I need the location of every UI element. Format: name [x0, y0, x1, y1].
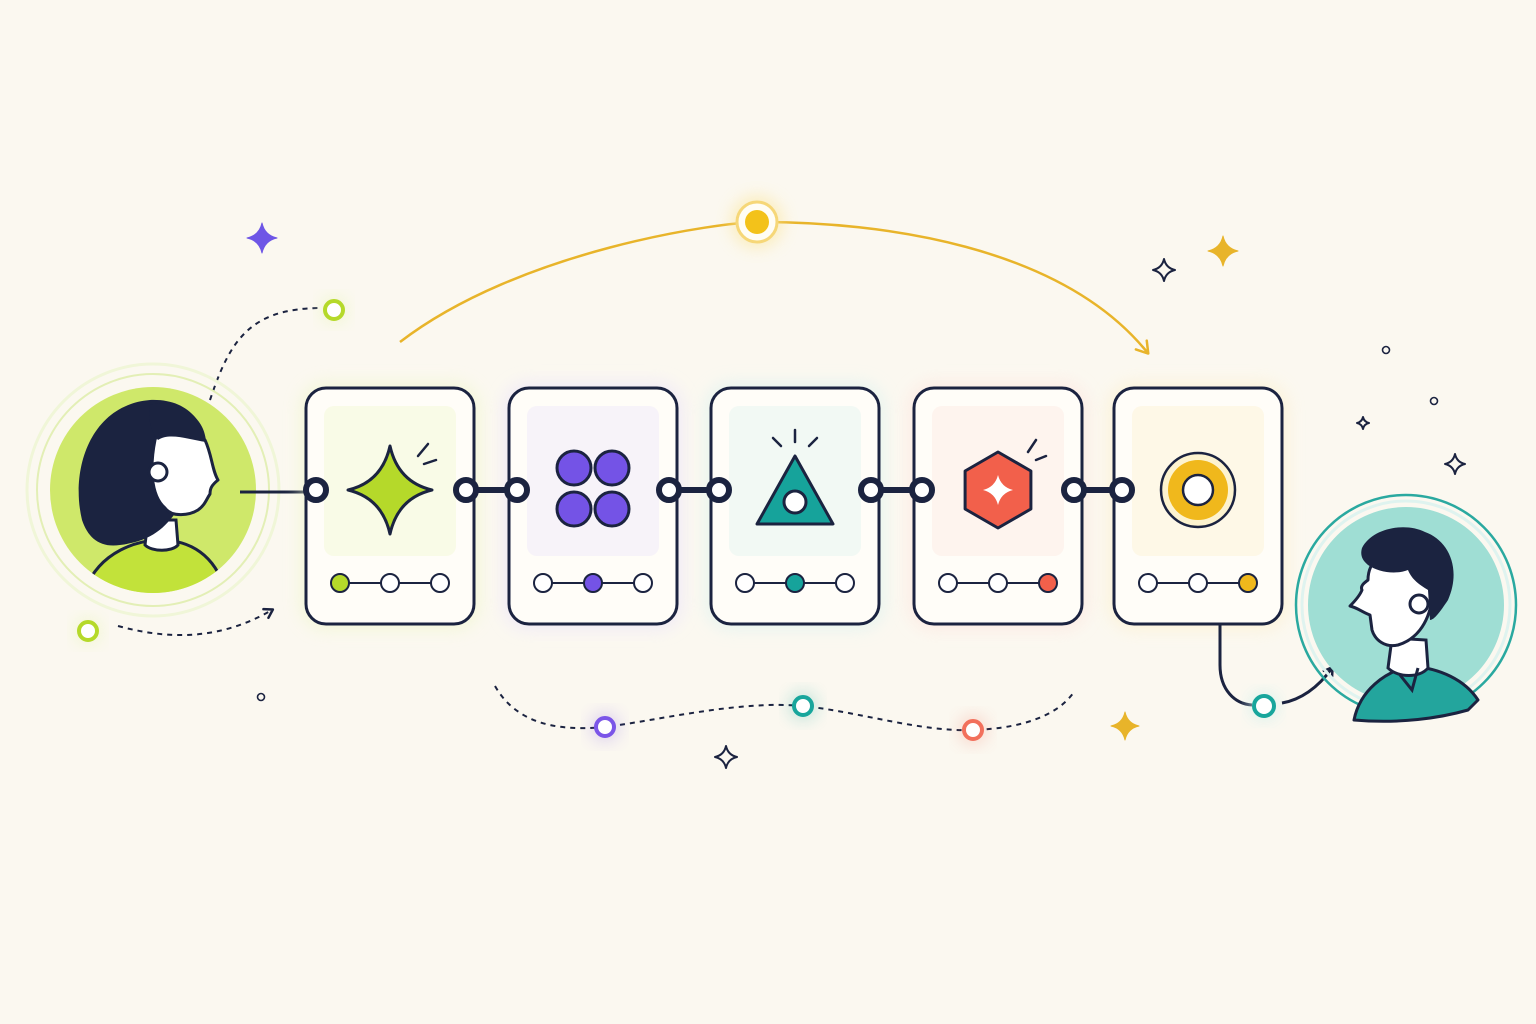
ring-step[interactable]: [1108, 382, 1288, 630]
end-person: [1294, 493, 1518, 723]
progress-dot-active: [785, 573, 805, 593]
bottom-wave: [494, 685, 1075, 745]
start-return-arrow: [75, 607, 275, 644]
sparkle-icon: [714, 745, 738, 769]
progress-track: [330, 573, 450, 593]
step-cards: [300, 382, 1288, 630]
tiny-dot: [256, 692, 266, 702]
progress-track: [1138, 573, 1258, 593]
hexagon-star-icon: [963, 438, 1048, 530]
start-dashed-curve: [209, 297, 347, 401]
card-frame: [507, 386, 679, 626]
wave-node: [594, 716, 616, 738]
card-links: [303, 477, 1135, 503]
progress-track: [735, 573, 855, 593]
diamond-icon: [346, 442, 438, 536]
ring-icon: [1159, 451, 1237, 529]
hexagon-step[interactable]: [908, 382, 1088, 630]
sparkle-icon: [1110, 711, 1140, 741]
progress-dot: [988, 573, 1008, 593]
progress-dot: [533, 573, 553, 593]
wave-node: [962, 719, 984, 741]
progress-dot: [1188, 573, 1208, 593]
progress-dot: [1138, 573, 1158, 593]
wave-node: [792, 695, 814, 717]
start-person: [25, 362, 305, 618]
sparkle-icon: [1152, 258, 1176, 282]
sparkle-icon: [1207, 235, 1239, 267]
progress-track: [938, 573, 1058, 593]
progress-dot-active: [330, 573, 350, 593]
four-dots-icon: [555, 449, 631, 528]
chain-link: [453, 477, 530, 503]
diamond-step[interactable]: [300, 382, 480, 630]
man-avatar: [1348, 527, 1480, 723]
sparkle-icon: [1356, 416, 1370, 430]
progress-track: [533, 573, 653, 593]
triangle-icon: [755, 428, 835, 526]
progress-dot-active: [583, 573, 603, 593]
lime-node-top: [323, 299, 345, 321]
tiny-dot: [1429, 396, 1439, 406]
tiny-dot: [1381, 345, 1391, 355]
decorative-sparkles: [246, 222, 1466, 769]
sparkle-icon: [1444, 453, 1466, 475]
progress-dot: [633, 573, 653, 593]
progress-dot: [938, 573, 958, 593]
triangle-step[interactable]: [705, 382, 885, 630]
woman-avatar: [78, 399, 227, 593]
lime-node-bottom: [77, 620, 99, 642]
progress-dot: [835, 573, 855, 593]
progress-dot: [430, 573, 450, 593]
feedback-arc: [399, 196, 1150, 355]
progress-dot-active: [1238, 573, 1258, 593]
sparkle-icon: [246, 222, 278, 254]
chain-link: [858, 477, 935, 503]
chain-link: [656, 477, 732, 503]
progress-dot: [380, 573, 400, 593]
start-link-node: [303, 477, 329, 503]
chain-link: [1061, 477, 1135, 503]
four-dots-step[interactable]: [503, 382, 683, 630]
progress-dot: [735, 573, 755, 593]
end-connector: [1218, 624, 1334, 720]
arc-node-core: [745, 210, 769, 234]
teal-end-node: [1252, 694, 1276, 718]
progress-dot-active: [1038, 573, 1058, 593]
